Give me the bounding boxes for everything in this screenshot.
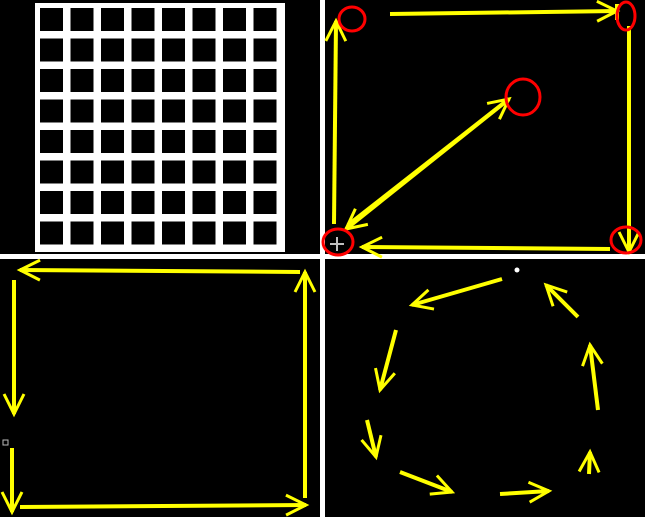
vertical-divider <box>320 0 325 517</box>
arrow-bottom-right <box>19 493 310 517</box>
grid-cell <box>162 99 185 123</box>
grid-cell <box>70 69 94 92</box>
grid-cell <box>223 130 246 153</box>
grid-cell <box>192 69 216 92</box>
grid-cell <box>101 130 124 153</box>
grid-cell <box>101 8 124 31</box>
grid-cell <box>253 8 277 31</box>
grid-cell <box>162 8 185 31</box>
grid-cell <box>101 69 124 92</box>
grid-cell <box>40 99 63 123</box>
arrow-top-right <box>389 0 621 23</box>
grid-cell <box>70 99 94 123</box>
click-marker-top-left <box>337 5 367 33</box>
circular-path-panel <box>360 267 604 504</box>
arrow-diagonal-down <box>343 97 511 232</box>
grid-cell <box>40 8 63 31</box>
click-marker-bottom-left <box>321 227 355 257</box>
grid-cell <box>253 38 277 62</box>
grid-cell <box>162 69 185 92</box>
dot-marker <box>514 267 520 273</box>
grid-cell <box>70 130 94 153</box>
grid-cell <box>131 8 155 31</box>
arrow-circle-1 <box>408 277 503 311</box>
grid-cell <box>101 191 124 214</box>
grid-cell <box>223 160 246 184</box>
grid-cell <box>40 130 63 153</box>
grid-cell <box>162 191 185 214</box>
grid-cell <box>253 221 277 245</box>
click-marker-center <box>504 77 542 117</box>
grid-cell <box>131 160 155 184</box>
grid-cell <box>101 99 124 123</box>
grid-cell <box>101 160 124 184</box>
grid-cell <box>40 160 63 184</box>
grid-cell <box>192 130 216 153</box>
arrow-circle-3 <box>360 419 383 461</box>
grid-cell <box>40 191 63 214</box>
grid-cell <box>101 38 124 62</box>
grid-cells <box>40 8 277 245</box>
arrow-circle-2 <box>374 329 398 394</box>
grid-cell <box>253 130 277 153</box>
arrow-circle-7 <box>581 341 604 411</box>
rectangle-path-panel <box>321 0 643 259</box>
grid-cell <box>253 69 277 92</box>
small-square-marker <box>2 439 9 446</box>
arrow-circle-4 <box>399 470 456 496</box>
arrow-circle-5 <box>499 480 553 504</box>
grid-cell <box>70 8 94 31</box>
grid-cell <box>223 221 246 245</box>
arrow-top-left <box>16 258 301 282</box>
arrow-left-up <box>324 17 348 225</box>
grid-cell <box>70 191 94 214</box>
grid-cell <box>253 191 277 214</box>
grid-cell <box>253 160 277 184</box>
arrow-circle-6 <box>577 448 601 475</box>
grid-cell <box>40 221 63 245</box>
grid-cell <box>70 38 94 62</box>
grid-cell <box>192 191 216 214</box>
rectangle-loop-panel <box>0 258 317 517</box>
grid-cell <box>70 160 94 184</box>
grid-cell <box>131 221 155 245</box>
grid-cell <box>192 99 216 123</box>
click-marker-bottom-right <box>609 225 643 255</box>
grid-cell <box>192 160 216 184</box>
grid-cell <box>162 38 185 62</box>
grid-cell <box>40 69 63 92</box>
grid-cell <box>131 99 155 123</box>
grid-cell <box>223 99 246 123</box>
grid-cell <box>192 38 216 62</box>
grid-cell <box>131 191 155 214</box>
grid-cell <box>223 191 246 214</box>
grid-cell <box>223 69 246 92</box>
grid-cell <box>253 99 277 123</box>
grid-cell <box>162 221 185 245</box>
grid-cell <box>223 38 246 62</box>
grid-cell <box>223 8 246 31</box>
grid-cell <box>131 38 155 62</box>
grid-cell <box>192 221 216 245</box>
grid-cell <box>131 130 155 153</box>
grid-cell <box>40 38 63 62</box>
arrow-circle-8 <box>543 282 580 319</box>
click-marker-top-right <box>615 0 637 32</box>
grid-cell <box>131 69 155 92</box>
grid-cell <box>70 221 94 245</box>
grid-cell <box>192 8 216 31</box>
grid-cell <box>162 160 185 184</box>
grid-cell <box>101 221 124 245</box>
crosshair-icon <box>330 237 344 251</box>
grid-panel <box>35 3 285 252</box>
arrow-bottom-left <box>358 235 611 259</box>
grid-cell <box>162 130 185 153</box>
